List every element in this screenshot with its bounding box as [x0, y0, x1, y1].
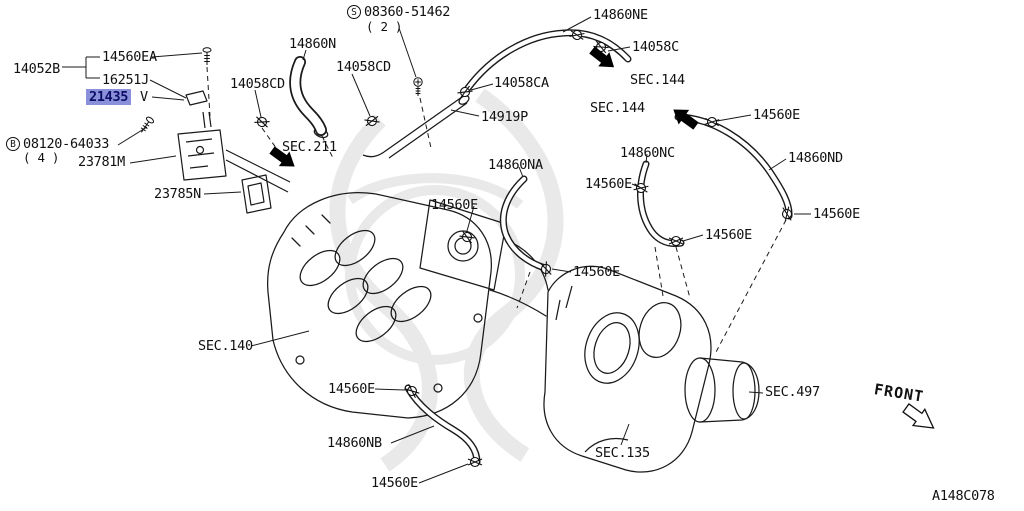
part-suffix-v: V [140, 89, 148, 105]
callout-b-qty: ( 4 ) [23, 150, 60, 165]
part-label-21435-highlighted[interactable]: 21435 [86, 89, 132, 106]
part-label-14058cd-1[interactable]: 14058CD [230, 76, 285, 92]
part-label-14058cd-2[interactable]: 14058CD [336, 59, 391, 75]
circled-b-icon: B [6, 137, 20, 151]
part-label-16251j[interactable]: 16251J [102, 72, 149, 88]
dashed-lines [206, 66, 787, 353]
part-label-14560e-8[interactable]: 14560E [371, 475, 418, 491]
canister-sec497 [684, 357, 760, 423]
purge-valve-bracket [177, 90, 291, 214]
section-ref-sec144-2[interactable]: SEC.144 [590, 100, 645, 116]
part-label-14560e-7[interactable]: 14560E [328, 381, 375, 397]
part-label-23785n[interactable]: 23785N [154, 186, 201, 202]
background-watermark [329, 88, 564, 472]
callout-s-bolt[interactable]: S 08360-51462 [347, 4, 450, 20]
circled-s-icon: S [347, 5, 361, 19]
part-label-14058c[interactable]: 14058C [632, 39, 679, 55]
part-label-14560e-5[interactable]: 14560E [431, 197, 478, 213]
front-arrow-icon [902, 403, 935, 429]
hose-clamp-icons [253, 28, 794, 468]
part-label-14860na[interactable]: 14860NA [488, 157, 543, 173]
diagram-code: A148C078 [932, 488, 995, 504]
metal-pipe-14919p [313, 95, 470, 159]
leader-lines [62, 16, 811, 484]
part-label-14860nc[interactable]: 14860NC [620, 145, 675, 161]
section-ref-sec135[interactable]: SEC.135 [595, 445, 650, 461]
section-ref-sec497[interactable]: SEC.497 [765, 384, 820, 400]
callout-b-number: 08120-64033 [23, 136, 110, 152]
part-label-14860ne[interactable]: 14860NE [593, 7, 648, 23]
collector-sec135 [543, 265, 712, 473]
part-label-14052b[interactable]: 14052B [13, 61, 60, 77]
callout-s-qty: ( 2 ) [366, 19, 403, 34]
part-label-14860n[interactable]: 14860N [289, 36, 336, 52]
part-label-14860nb[interactable]: 14860NB [327, 435, 382, 451]
section-ref-sec144-1[interactable]: SEC.144 [630, 72, 685, 88]
part-label-23781m[interactable]: 23781M [78, 154, 125, 170]
part-label-14560ea[interactable]: 14560EA [102, 49, 157, 65]
part-label-14058ca[interactable]: 14058CA [494, 75, 549, 91]
part-label-14919p[interactable]: 14919P [481, 109, 528, 125]
part-label-14860nd[interactable]: 14860ND [788, 150, 843, 166]
section-ref-sec211[interactable]: SEC.211 [282, 139, 337, 155]
callout-s-number: 08360-51462 [364, 4, 451, 20]
part-label-14560e-2[interactable]: 14560E [813, 206, 860, 222]
part-label-14560e-6[interactable]: 14560E [573, 264, 620, 280]
part-label-14560e-1[interactable]: 14560E [753, 107, 800, 123]
callout-b-bolt[interactable]: B 08120-64033 [6, 136, 109, 152]
section-ref-sec140[interactable]: SEC.140 [198, 338, 253, 354]
part-label-14560e-4[interactable]: 14560E [585, 176, 632, 192]
part-label-14560e-3[interactable]: 14560E [705, 227, 752, 243]
